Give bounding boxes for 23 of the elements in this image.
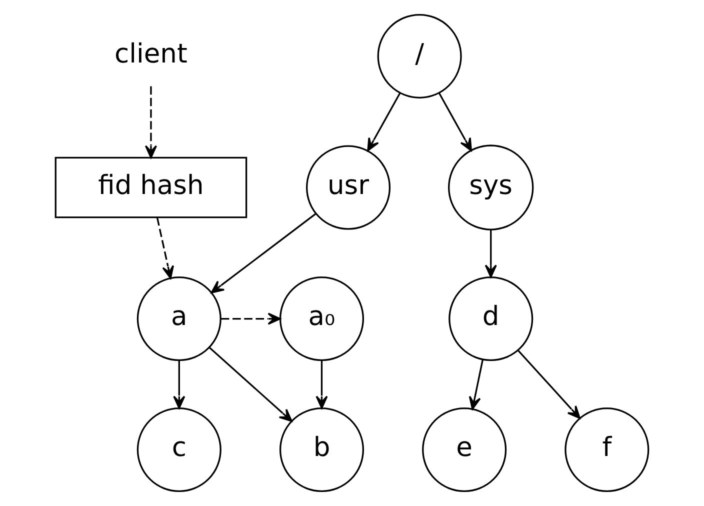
node-circle: /	[377, 14, 462, 99]
arrow	[173, 360, 186, 409]
arrow	[484, 230, 497, 278]
node-circle: d	[448, 276, 534, 362]
node-circle: a₀	[279, 276, 364, 362]
node-circle: f	[564, 407, 650, 492]
node-circle: usr	[306, 145, 391, 230]
arrow	[144, 86, 158, 158]
arrow	[220, 312, 281, 325]
node-box: fid hash	[54, 156, 248, 218]
arrow	[518, 350, 580, 419]
arrow	[438, 92, 472, 152]
arrow	[210, 213, 316, 294]
arrow	[468, 359, 484, 410]
node-text: client	[114, 38, 188, 70]
node-circle: sys	[448, 144, 534, 230]
arrow	[208, 346, 292, 422]
arrow	[316, 360, 328, 409]
node-circle: c	[136, 407, 222, 492]
node-circle: a	[136, 276, 222, 362]
arrow	[156, 217, 174, 279]
node-circle: e	[422, 407, 507, 492]
arrow	[367, 92, 401, 152]
